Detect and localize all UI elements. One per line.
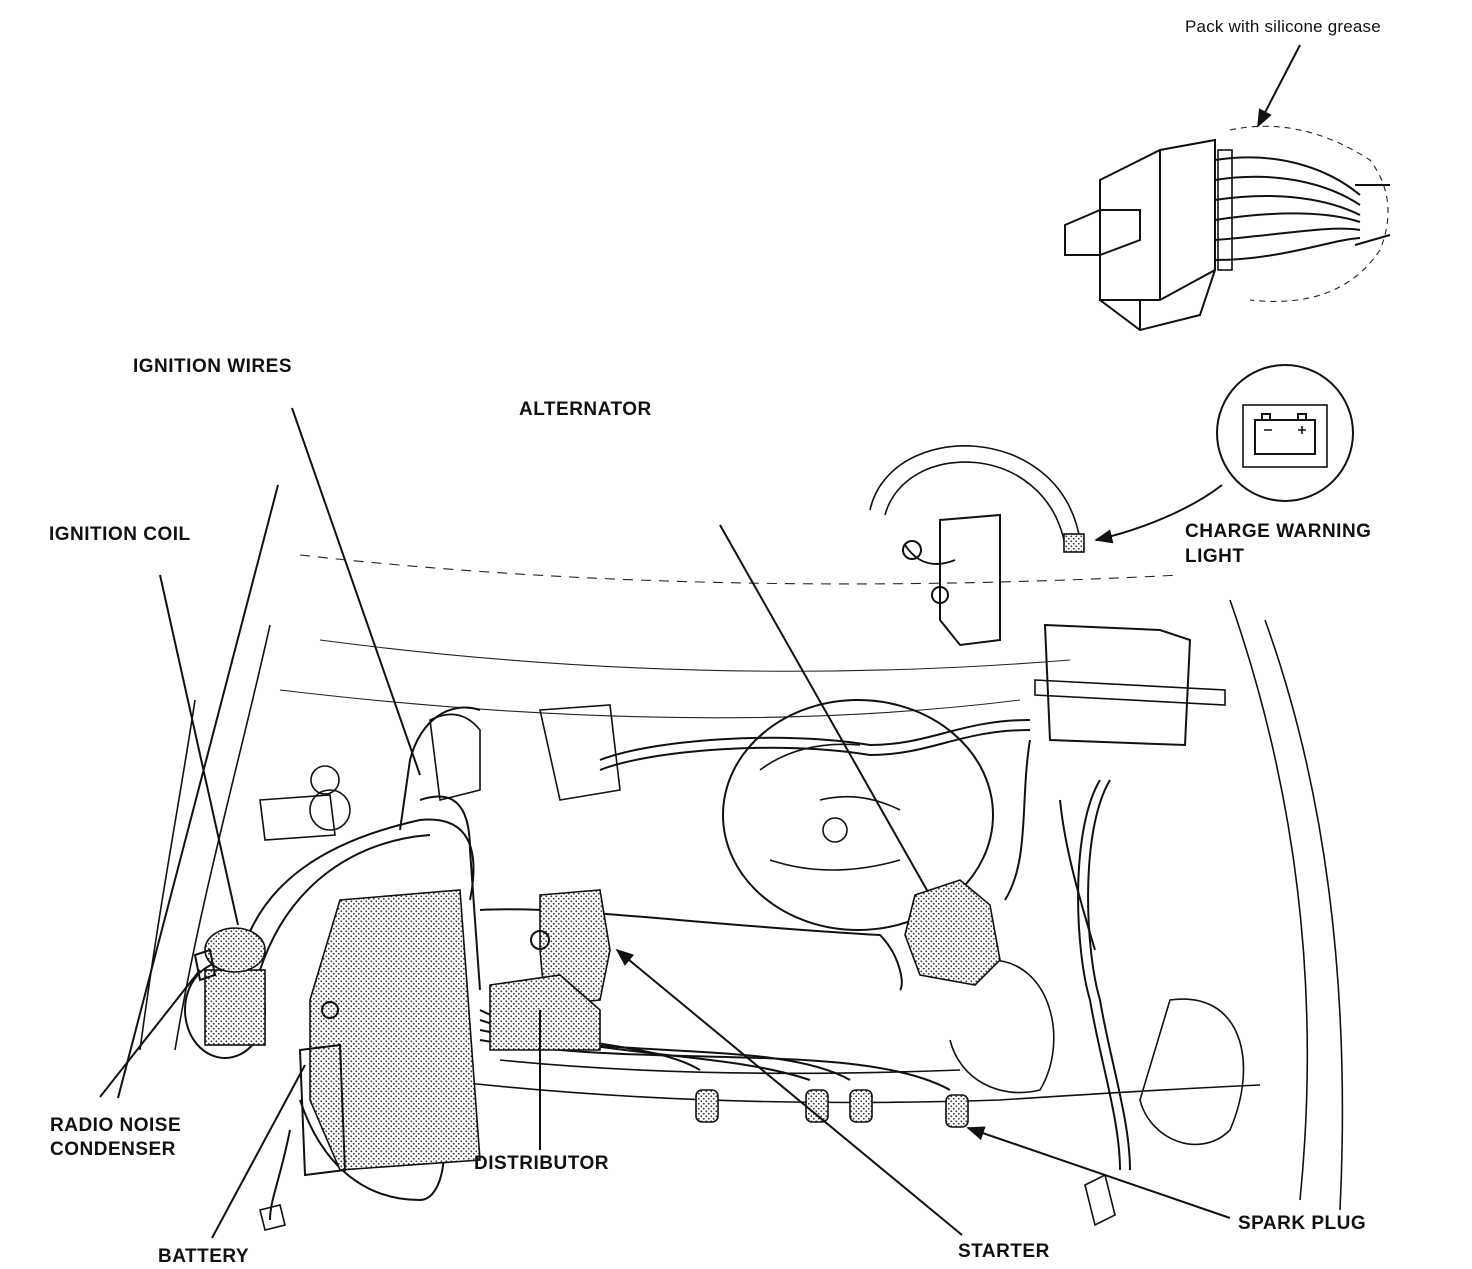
connector-icon [1064,125,1391,332]
starter-label: STARTER [958,1241,1050,1262]
charge-warning-light-marker [1063,533,1085,553]
distributor-label: DISTRIBUTOR [474,1153,609,1174]
spark-plug-label: SPARK PLUG [1238,1213,1367,1234]
ignition-wires-label: IGNITION WIRES [133,356,292,377]
ignition-coil-label: IGNITION COIL [49,524,191,545]
alternator-label: ALTERNATOR [519,399,652,420]
charge-warning-label-line2: LIGHT [1185,546,1245,567]
leader-lines [99,44,1301,1239]
ignition-coil-shape [184,927,266,1059]
charge-warning-label-line1: CHARGE WARNING [1185,521,1372,542]
battery-icon [1216,364,1354,502]
connector-label: Pack with silicone grease [1185,17,1381,36]
battery-label: BATTERY [158,1246,250,1267]
distributor-shape [489,889,611,1051]
starter-shape [904,879,1001,986]
radio-noise-label-line2: CONDENSER [50,1139,176,1160]
spark-plug-shapes [695,1089,969,1128]
radio-noise-label-line1: RADIO NOISE [50,1115,182,1136]
battery-shape [298,889,481,1177]
